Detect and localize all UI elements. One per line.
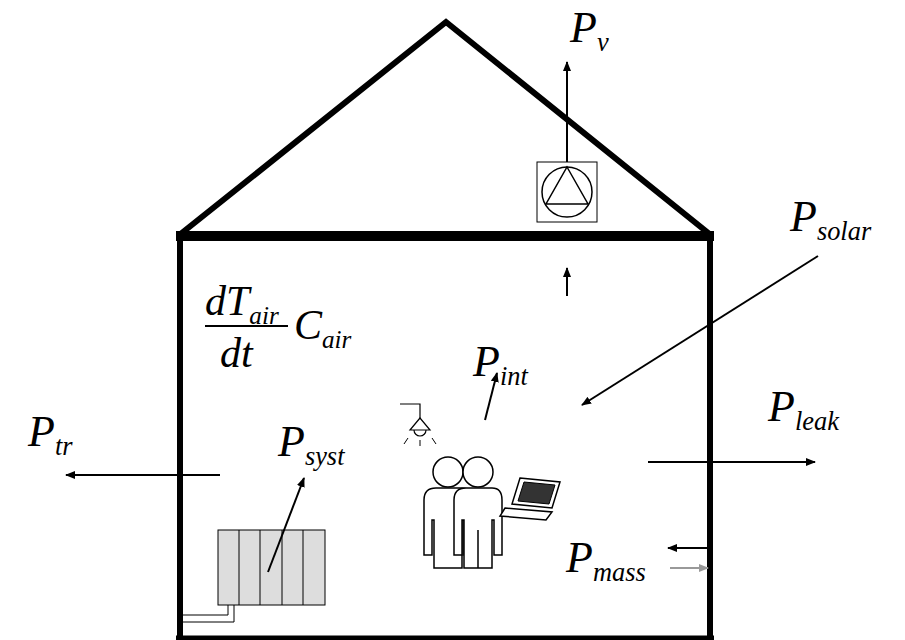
- symbol-label: Pint: [473, 340, 528, 384]
- symbol-label: Psolar: [790, 195, 871, 239]
- symbol-label: Pleak: [768, 385, 839, 429]
- symbol-label: Pmass: [566, 536, 646, 580]
- symbol-label: dTair: [205, 280, 279, 322]
- symbol-label: Pv: [570, 6, 609, 50]
- symbol-label: Cair: [294, 304, 351, 346]
- symbol-label: Ptr: [28, 410, 73, 454]
- symbol-label: dt: [220, 332, 253, 374]
- symbol-label: Psyst: [278, 420, 344, 464]
